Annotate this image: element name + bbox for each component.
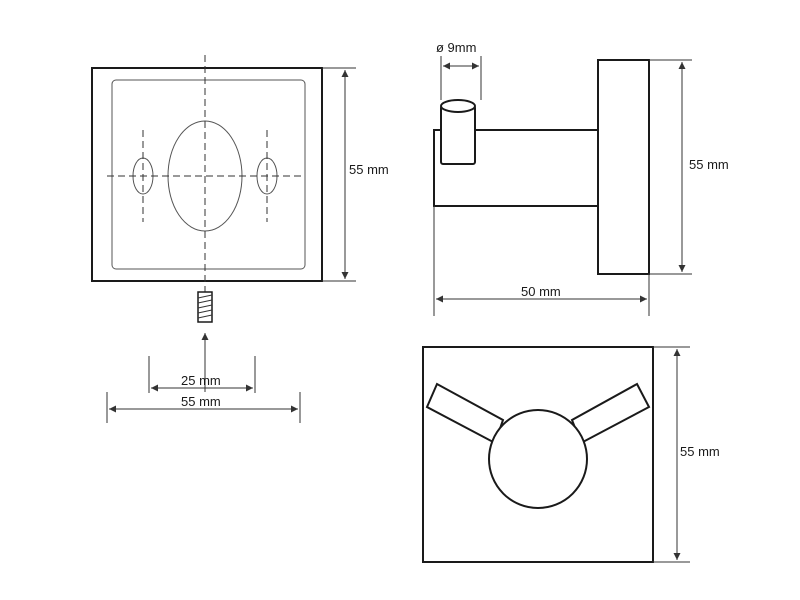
hook-pin (440, 105, 476, 165)
left-hook-arm (425, 382, 505, 445)
side-view: ø 9mm 55 mm 50 mm (433, 40, 729, 316)
screw-icon (197, 291, 213, 323)
side-height-label: 55 mm (689, 157, 729, 172)
depth-label: 50 mm (521, 284, 561, 299)
mounting-plate-inner-edge (111, 79, 306, 270)
front-height-label: 55 mm (349, 162, 389, 177)
front-width-label: 55 mm (181, 394, 221, 409)
mounting-plate-outline (91, 67, 323, 282)
diameter-label: ø 9mm (436, 40, 476, 55)
top-height-label: 55 mm (680, 444, 720, 459)
hook-body-circle (488, 409, 588, 509)
hole-spacing-label: 25 mm (181, 373, 221, 388)
top-view: 55 mm (422, 346, 720, 563)
wall-plate-profile (597, 59, 650, 275)
front-view: 55 mm 25 mm 55 mm (91, 55, 389, 423)
hook-pin-top (440, 99, 476, 113)
right-hook-arm (570, 382, 651, 445)
